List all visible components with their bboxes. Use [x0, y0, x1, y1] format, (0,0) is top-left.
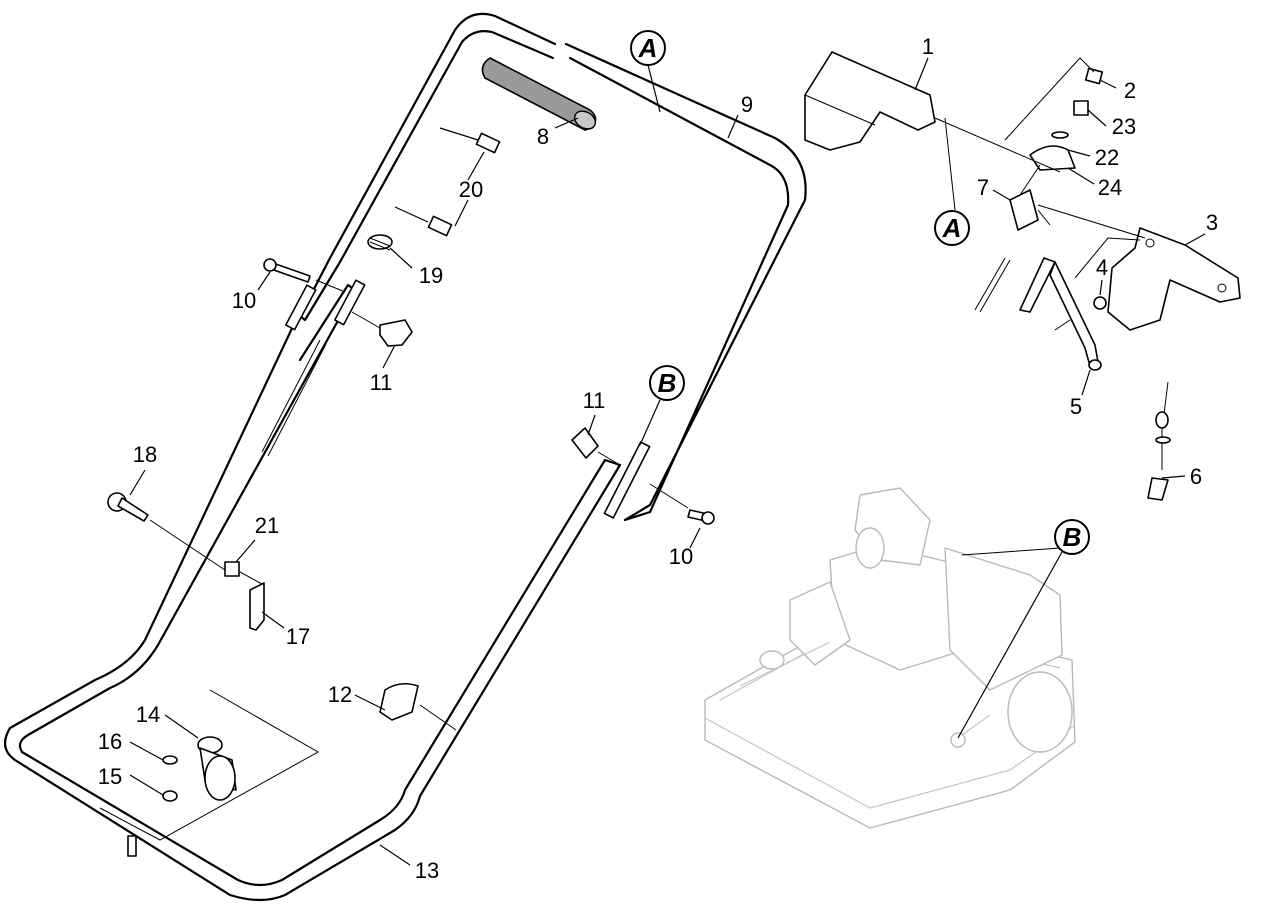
callout-4: 4 [1096, 255, 1108, 280]
callout-10b: 10 [669, 544, 693, 569]
bolts-10 [263, 258, 715, 525]
callout-7: 7 [977, 175, 989, 200]
callout-15: 15 [98, 764, 122, 789]
cable-clips-20 [394, 127, 501, 237]
callout-2: 2 [1124, 78, 1136, 103]
svg-text:B: B [1063, 522, 1082, 552]
callout-13: 13 [415, 858, 439, 883]
spring-19 [367, 234, 393, 251]
callout-22: 22 [1095, 145, 1119, 170]
nut-21-and-clip-17 [224, 561, 265, 631]
callout-5: 5 [1070, 394, 1082, 419]
switch-7 [974, 189, 1039, 313]
caster-wheel-14 [99, 689, 320, 857]
callout-3: 3 [1206, 210, 1218, 235]
reference-a-top: A [630, 30, 666, 113]
callout-9: 9 [741, 92, 753, 117]
reference-b-handle: B [639, 365, 685, 446]
callout-8: 8 [537, 124, 549, 149]
callout-11a: 11 [370, 370, 393, 395]
svg-text:A: A [942, 213, 962, 243]
grip-part [481, 57, 597, 131]
callout-20: 20 [459, 177, 483, 202]
reference-markers: A A B B [630, 30, 1090, 739]
callout-10a: 10 [232, 288, 256, 313]
knobs-11 [351, 311, 621, 466]
mower-deck-outline [704, 487, 1076, 829]
callout-23: 23 [1112, 114, 1136, 139]
callout-1: 1 [922, 34, 934, 59]
lever-5 [1019, 257, 1102, 371]
callout-19: 19 [419, 263, 443, 288]
handle-frame [3, 12, 807, 902]
bolt-18 [107, 492, 229, 573]
mount-bracket-3 [1107, 227, 1241, 331]
holder-12 [379, 682, 457, 731]
callout-21: 21 [255, 513, 279, 538]
svg-text:B: B [658, 368, 677, 398]
callout-labels: 1 2 3 4 5 6 7 8 9 10 10 11 11 12 13 14 1… [98, 34, 1218, 883]
assembly-leaders [934, 57, 1146, 556]
small-parts-2-22-23-24 [1029, 67, 1104, 171]
reference-a-right: A [934, 210, 970, 246]
nut-4 [1093, 296, 1107, 310]
callout-17: 17 [286, 624, 310, 649]
callout-24: 24 [1098, 175, 1122, 200]
callout-18: 18 [133, 442, 157, 467]
callout-leaders [129, 57, 1206, 866]
svg-text:A: A [638, 33, 658, 63]
callout-6: 6 [1190, 464, 1202, 489]
control-housing-1 [804, 51, 936, 151]
callout-14: 14 [136, 702, 160, 727]
reference-b-deck: B [957, 519, 1090, 739]
callout-12: 12 [328, 682, 352, 707]
callout-16: 16 [98, 729, 122, 754]
callout-11b: 11 [583, 388, 606, 413]
cable-6 [1147, 381, 1171, 501]
